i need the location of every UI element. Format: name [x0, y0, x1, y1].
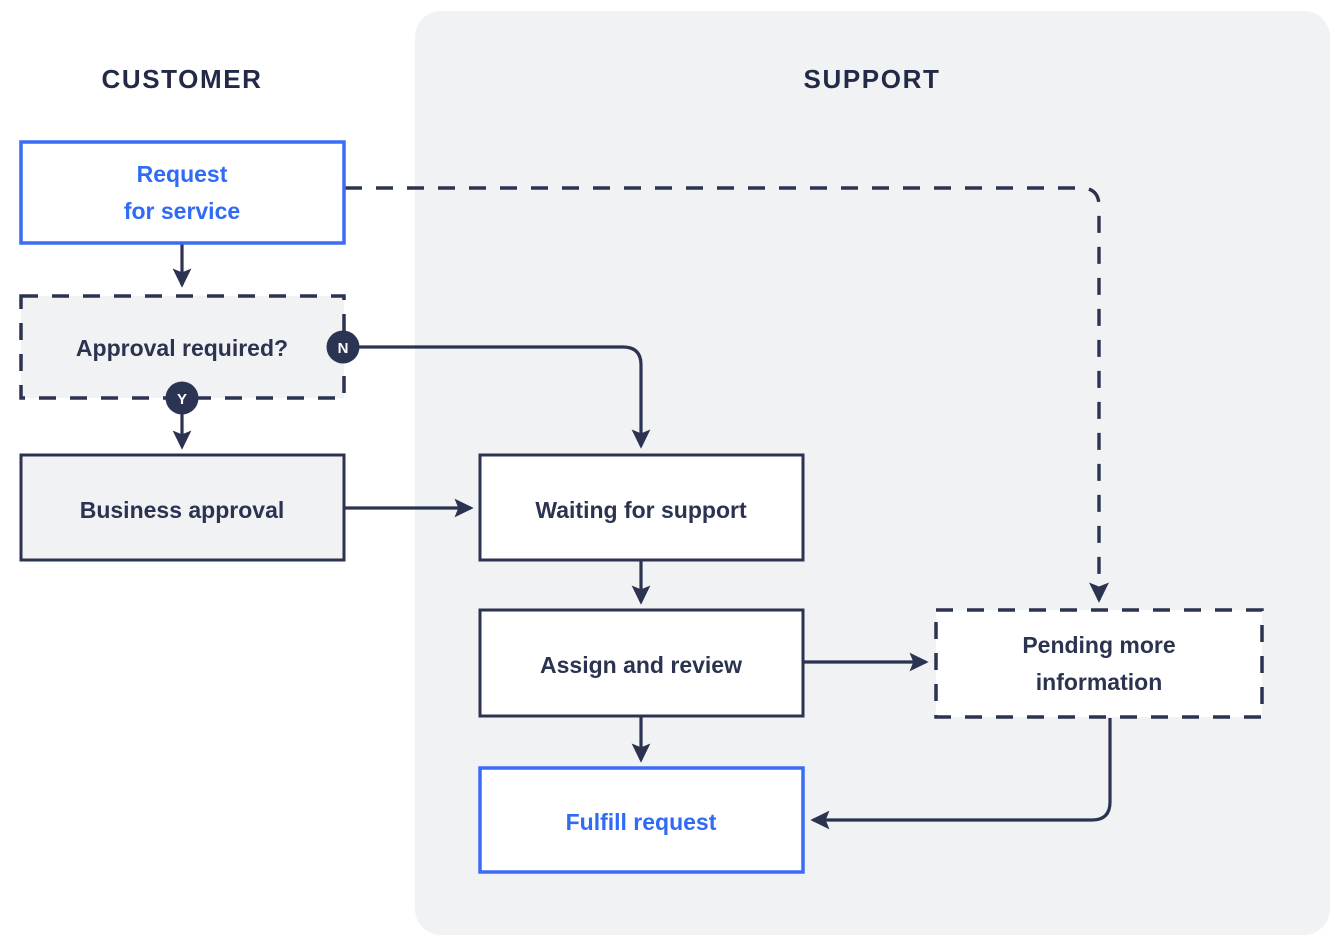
badge-no-label: N	[338, 340, 349, 357]
node-pending-more-information-box[interactable]	[934, 608, 1264, 719]
edge-pending-to-fulfill	[810, 718, 1112, 830]
node-waiting-for-support-box[interactable]	[478, 453, 805, 562]
lane-title-support: SUPPORT	[804, 64, 941, 94]
node-request-for-service-label-line2: for service	[124, 198, 240, 224]
node-fulfill-request[interactable]: Fulfill request	[478, 766, 805, 874]
node-approval-required-label: Approval required?	[76, 335, 288, 361]
badge-yes-label: Y	[177, 391, 187, 408]
node-fulfill-request-box[interactable]	[478, 766, 805, 874]
node-assign-and-review[interactable]: Assign and review	[478, 608, 805, 718]
node-business-approval-box[interactable]	[19, 453, 346, 562]
edge-request-to-pending	[345, 186, 1109, 603]
lane-title-customer: CUSTOMER	[101, 64, 262, 94]
node-approval-required[interactable]: Approval required?	[19, 294, 346, 400]
badge-yes: Y	[165, 381, 199, 415]
node-request-for-service-box[interactable]	[19, 140, 346, 245]
node-approval-required-box[interactable]	[19, 294, 346, 400]
badge-no-circle	[326, 330, 360, 364]
node-assign-and-review-label: Assign and review	[540, 652, 742, 678]
node-pending-more-information-label-line2: information	[1036, 669, 1163, 695]
node-request-for-service[interactable]: Request for service	[19, 140, 346, 245]
node-pending-more-information[interactable]: Pending more information	[934, 608, 1264, 719]
node-request-for-service-label-line1: Request	[137, 161, 228, 187]
node-pending-more-information-label-line1: Pending more	[1022, 632, 1175, 658]
node-business-approval-label: Business approval	[80, 497, 285, 523]
badge-yes-circle	[165, 381, 199, 415]
badge-no: N	[326, 330, 360, 364]
node-business-approval[interactable]: Business approval	[19, 453, 346, 562]
node-waiting-for-support-label: Waiting for support	[535, 497, 747, 523]
edge-approval-no-to-waiting	[358, 345, 651, 449]
node-assign-and-review-box[interactable]	[478, 608, 805, 718]
node-fulfill-request-label: Fulfill request	[566, 809, 717, 835]
node-waiting-for-support[interactable]: Waiting for support	[478, 453, 805, 562]
